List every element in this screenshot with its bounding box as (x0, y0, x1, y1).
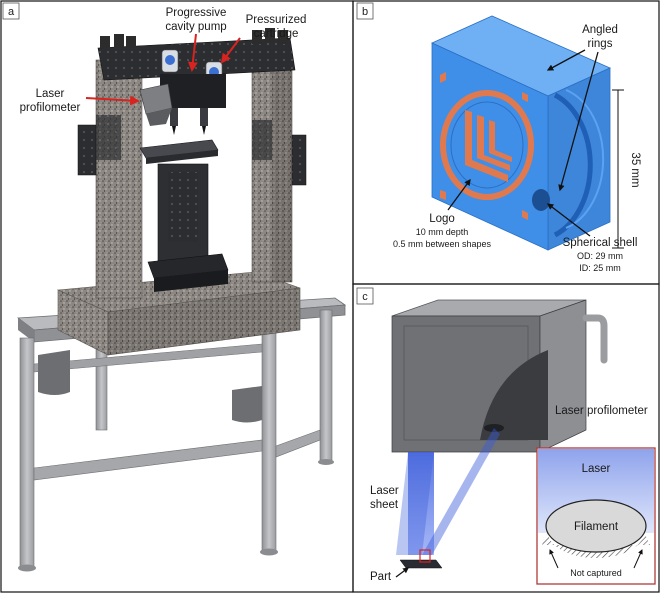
filament-cross-section (545, 499, 647, 553)
part (399, 559, 443, 569)
panel-a-letter: a (8, 6, 15, 18)
label-dimension: 35 mm (629, 152, 641, 187)
print-heads (139, 49, 226, 135)
arrow-rings-2 (558, 51, 599, 192)
label-shell-id: ID: 25 mm (579, 263, 621, 273)
filament-inset (536, 447, 656, 585)
label-inset-filament: Filament (574, 521, 619, 533)
label-pump-line2: cavity pump (165, 21, 226, 33)
label-cartridge-line2: cartridge (254, 28, 299, 40)
label-angled-rings-line1: Angled (582, 24, 618, 36)
panel-b-letter: b (362, 6, 368, 18)
label-shell-od: OD: 29 mm (577, 251, 623, 261)
label-logo: Logo (429, 213, 455, 225)
laser-sheet (408, 452, 434, 555)
label-cartridge-line1: Pressurized (246, 14, 307, 26)
label-logo-detail-1: 10 mm depth (416, 227, 469, 237)
label-profilometer-a-line2: profilometer (20, 102, 81, 114)
label-pump-line1: Progressive (166, 7, 227, 19)
label-inset-laser: Laser (582, 463, 611, 475)
printer-illustration (16, 28, 347, 572)
arrow-part (395, 567, 409, 578)
label-shell: Spherical shell (563, 237, 638, 249)
z-stage (139, 139, 229, 292)
profilometer-illustration (391, 299, 608, 569)
arrow-rings-1 (546, 49, 586, 71)
label-profilometer-c: Laser profilometer (555, 405, 648, 417)
arrow-cartridge (220, 37, 241, 64)
test-part-illustration (431, 15, 611, 251)
arrow-shell (546, 203, 591, 237)
panel-c-border (352, 283, 660, 593)
label-logo-detail-2: 0.5 mm between shapes (393, 239, 492, 249)
gantry (97, 28, 296, 81)
label-inset-not-captured: Not captured (570, 568, 622, 578)
label-part: Part (370, 571, 392, 583)
label-laser-sheet-line1: Laser (370, 485, 399, 497)
label-angled-rings-line2: rings (588, 38, 613, 50)
arrow-pump (187, 33, 198, 72)
label-profilometer-a-line1: Laser (36, 88, 65, 100)
dimension-35mm (612, 89, 624, 249)
label-laser-sheet-line2: sheet (370, 499, 399, 511)
arrow-profilometer-a (85, 95, 140, 106)
panel-c-letter: c (362, 291, 368, 303)
granite-base (56, 271, 301, 356)
arrow-logo (447, 178, 471, 211)
